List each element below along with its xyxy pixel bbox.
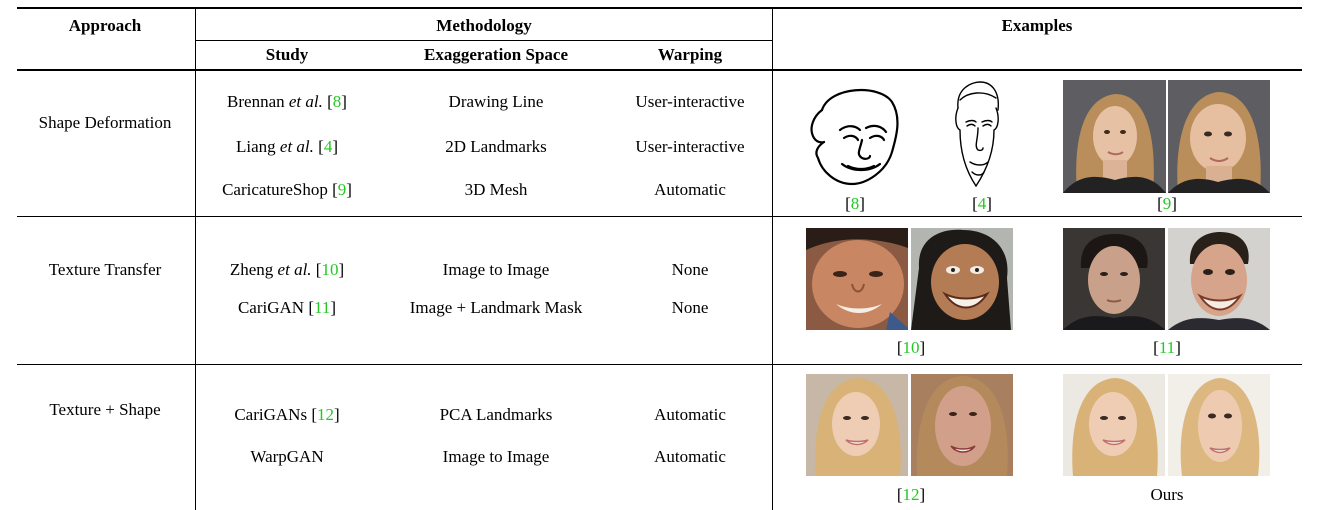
- study-liang: Liang et al. [4]: [236, 137, 338, 156]
- space-pca-landmarks: PCA Landmarks: [439, 405, 553, 424]
- zheng-photo-original: [806, 228, 908, 330]
- caption-ref-4: [4]: [972, 194, 992, 213]
- caption-ref-12: [12]: [896, 485, 926, 504]
- space-image-landmark-mask: Image + Landmark Mask: [409, 298, 583, 317]
- zheng-photo-caricature: [911, 228, 1013, 330]
- space-2d-landmarks: 2D Landmarks: [445, 137, 547, 156]
- caricatureshop-photo-original: [1063, 80, 1166, 193]
- header-approach: Approach: [68, 16, 142, 35]
- space-drawing-line: Drawing Line: [448, 92, 544, 111]
- study-zheng: Zheng et al. [10]: [229, 260, 345, 279]
- study-caricatureshop: CaricatureShop [9]: [222, 180, 352, 199]
- carigan-photo-original: [1063, 228, 1165, 330]
- space-3d-mesh: 3D Mesh: [464, 180, 528, 199]
- study-warpgan: WarpGAN: [250, 447, 324, 466]
- liang-line-drawing: [955, 81, 999, 188]
- carigans-photo-original: [806, 374, 908, 476]
- caption-ref-11: [11]: [1153, 338, 1181, 357]
- space-image-to-image-2: Image to Image: [442, 447, 550, 466]
- study-brennan: Brennan et al. [8]: [227, 92, 347, 111]
- approach-shape-deformation: Shape Deformation: [38, 113, 172, 132]
- warping-warpgan: Automatic: [654, 447, 726, 466]
- approach-texture-transfer: Texture Transfer: [48, 260, 162, 279]
- warpgan-photo-original: [1063, 374, 1165, 476]
- caption-ref-9: [9]: [1157, 194, 1177, 213]
- col-rule-2: [772, 8, 773, 510]
- warping-liang: User-interactive: [635, 137, 745, 156]
- caption-ours: Ours: [1150, 485, 1184, 504]
- header-warping: Warping: [657, 45, 723, 64]
- warpgan-photo-caricature: [1168, 374, 1270, 476]
- header-rule: [17, 69, 1302, 71]
- warping-carigans: Automatic: [654, 405, 726, 424]
- header-space: Exaggeration Space: [423, 45, 569, 64]
- brennan-line-drawing: [810, 89, 899, 186]
- carigan-photo-caricature: [1168, 228, 1270, 330]
- top-rule: [17, 7, 1302, 9]
- approach-texture-shape: Texture + Shape: [49, 400, 161, 419]
- caption-ref-8: [8]: [845, 194, 865, 213]
- warping-brennan: User-interactive: [635, 92, 745, 111]
- warping-caricatureshop: Automatic: [654, 180, 726, 199]
- methodology-rule: [196, 40, 772, 41]
- caricatureshop-photo-caricature: [1168, 80, 1270, 193]
- header-study: Study: [265, 45, 309, 64]
- carigans-photo-caricature: [911, 374, 1013, 476]
- header-methodology: Methodology: [436, 16, 532, 35]
- row1-rule: [17, 216, 1302, 217]
- caption-ref-10: [10]: [896, 338, 926, 357]
- col-rule-1: [195, 8, 196, 510]
- study-carigans: CariGANs [12]: [234, 405, 340, 424]
- header-examples: Examples: [1001, 16, 1073, 35]
- space-image-to-image-1: Image to Image: [442, 260, 550, 279]
- warping-zheng: None: [671, 260, 709, 279]
- row2-rule: [17, 364, 1302, 365]
- warping-carigan: None: [671, 298, 709, 317]
- study-carigan: CariGAN [11]: [237, 298, 337, 317]
